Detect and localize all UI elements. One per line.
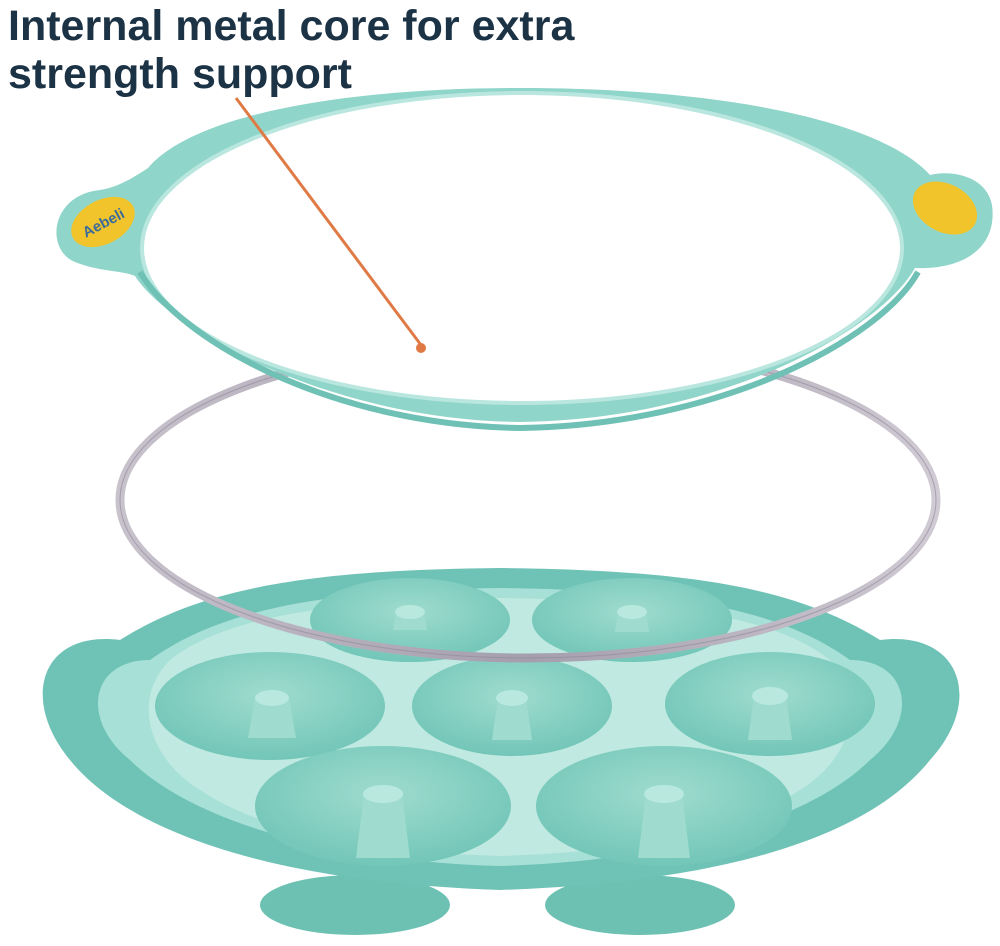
right-grip [912,181,978,235]
silicone-rim: Aebeli [56,88,993,432]
annotation-line-2: strength support [8,50,352,98]
pan-foot-left [260,875,450,935]
annotation-line-1: Internal metal core for extra [8,2,575,50]
pan-foot-right [545,875,735,935]
donut-cavity-3 [155,652,385,760]
rim-opening [142,93,902,403]
donut-cavity-2 [532,578,732,662]
donut-pan [42,568,960,935]
left-grip: Aebeli [71,196,135,248]
donut-cavity-5 [665,652,875,756]
donut-cavity-6 [255,746,511,866]
callout-leader [234,97,426,353]
donut-cavity-4 [412,656,612,756]
annotation-headline: Internal metal core for extra strength s… [8,2,708,98]
donut-cavity-7 [536,746,792,866]
